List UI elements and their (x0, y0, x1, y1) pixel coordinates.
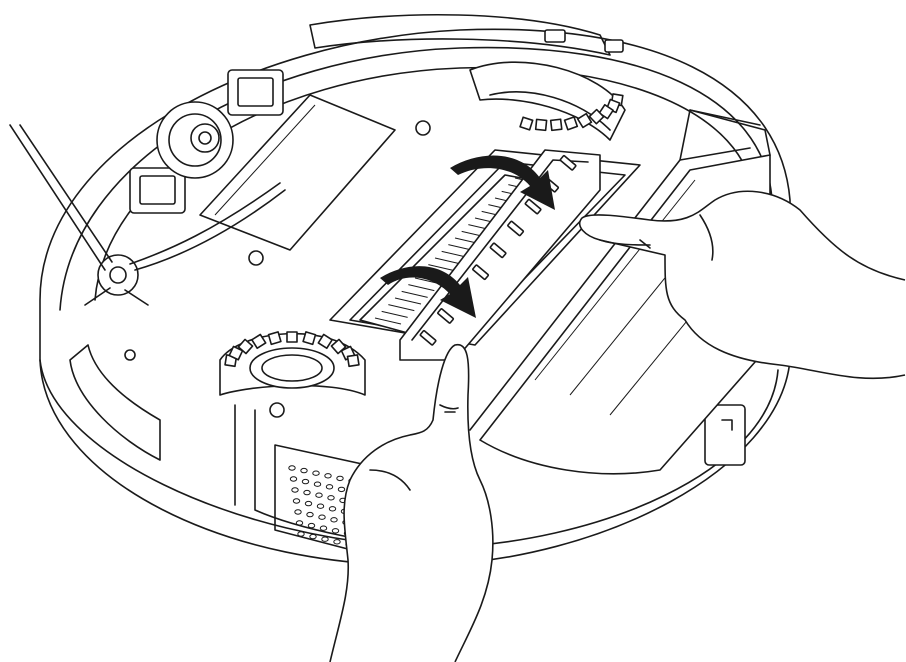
left-drive-wheel (219, 331, 366, 396)
side-brush (9, 124, 286, 306)
wheel-tread (534, 118, 548, 132)
grille-hole (318, 514, 326, 520)
wheel-tread (519, 116, 534, 131)
grille-hole (304, 500, 313, 507)
wheel-tread (346, 354, 360, 368)
grille-hole (295, 520, 304, 526)
grille-hole (324, 473, 332, 479)
cliff-sensor-top (227, 69, 284, 116)
rear-dock-cutout (309, 13, 624, 56)
wheel-tread (237, 338, 254, 355)
guard-slot (437, 308, 455, 324)
grille-hole (319, 525, 328, 531)
wheel-tread (576, 112, 593, 129)
grille-hole (292, 498, 301, 504)
guard-slot (489, 242, 507, 259)
brush-bristle (381, 310, 408, 318)
guard-slot (472, 264, 490, 281)
grille-hole (327, 495, 335, 501)
grille-hole (312, 470, 320, 476)
grille-hole (297, 531, 305, 537)
grille-hole (321, 536, 329, 542)
grille-hole (325, 484, 334, 490)
wheel-tread (286, 331, 298, 343)
screw-holes (124, 120, 431, 418)
grille-hole (316, 503, 325, 509)
grille-hole (330, 517, 338, 523)
grille-hole (301, 478, 310, 485)
grille-hole (288, 465, 296, 471)
grille-hole (328, 506, 337, 512)
guard-slot (419, 330, 437, 346)
wheel-tread (267, 331, 282, 346)
grille-hole (307, 522, 316, 529)
grille-hole (315, 492, 323, 498)
grille-hole (294, 509, 302, 515)
brush-bristle (428, 264, 455, 272)
rotation-arrow-upper (450, 155, 555, 210)
grille-hole (337, 486, 346, 493)
grille-hole (306, 511, 314, 518)
wheel-tread (588, 108, 605, 125)
grille-hole (336, 475, 344, 482)
brush-bristle (408, 284, 435, 292)
grille-hole (313, 481, 322, 487)
wheel-tread (563, 116, 579, 131)
grille-hole (291, 487, 299, 493)
wheel-tread (317, 333, 333, 350)
grille-hole (289, 476, 298, 482)
brush-bristle (374, 317, 402, 325)
grille-hole (331, 528, 340, 534)
side-latch (704, 404, 746, 466)
brush-bristle (401, 290, 428, 298)
brush-bristle (388, 304, 415, 312)
brush-bristle (434, 257, 462, 265)
grille-hole (300, 467, 308, 474)
rotation-arrow-lower (380, 266, 476, 318)
guard-slot (559, 155, 577, 171)
wheel-tread (302, 331, 317, 346)
brush-bristle (394, 297, 422, 305)
cliff-sensor-left (129, 167, 186, 214)
grille-hole (309, 533, 317, 540)
grille-hole (303, 489, 311, 496)
grille-hole (333, 539, 341, 545)
right-hand (578, 190, 906, 380)
battery-cover (199, 94, 396, 251)
caster-wheel (156, 101, 234, 179)
left-hand (329, 343, 494, 662)
guard-slot (524, 198, 542, 215)
right-drive-wheel (469, 61, 626, 141)
side-sensor-window (69, 344, 161, 461)
wheel-tread (251, 333, 267, 350)
wheel-tread (228, 345, 244, 361)
guard-slot (507, 220, 525, 237)
wheel-tread (549, 118, 563, 132)
